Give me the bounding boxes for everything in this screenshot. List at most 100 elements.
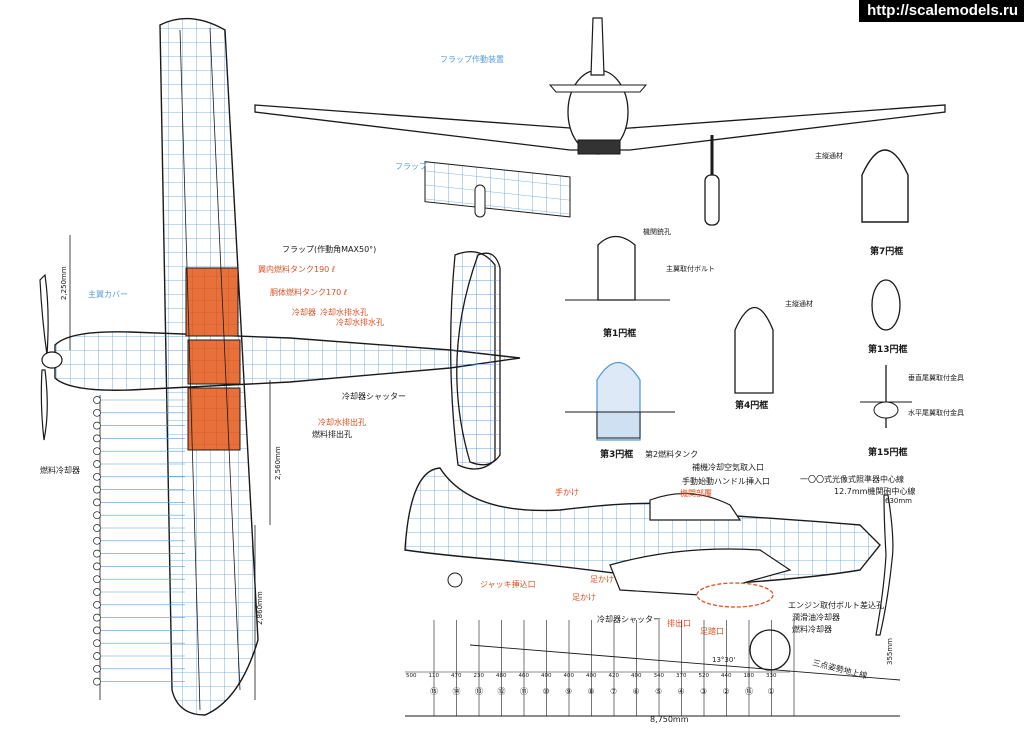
wing-fuel-tank-rear	[187, 387, 241, 451]
label-fuel-cooler-2: 燃料冷却器	[792, 624, 832, 634]
front-wheel	[704, 174, 720, 226]
station-number-11: ④	[678, 687, 685, 696]
label-handhold: 手かけ	[555, 487, 579, 497]
front-tailplane	[548, 84, 648, 93]
label-flap: フラップ(作動角MAX50°)	[282, 244, 376, 254]
station-dim-9: 420	[609, 673, 620, 679]
rib-station-circle-20	[93, 652, 101, 660]
label-second-tank: 第2燃料タンク	[645, 449, 698, 459]
station-number-4: ⑪	[520, 687, 528, 696]
fuselage-fuel-tank	[187, 339, 241, 385]
rib-station-circle-5	[93, 460, 101, 468]
rib-station-circle-12	[93, 549, 101, 558]
rib-station-circle-22	[93, 677, 101, 686]
station-number-8: ⑦	[610, 687, 617, 696]
dim-630: 630mm	[885, 497, 912, 505]
label-coolant-drain-1: 冷却水排水孔	[320, 307, 368, 317]
label-engine-mount: 機関銃孔	[643, 227, 671, 236]
label-main-longeron-4: 主縦通材	[785, 299, 813, 308]
station-dim-5: 460	[519, 673, 530, 679]
label-fuel-outlet: 燃料排出孔	[312, 429, 352, 439]
label-coolant-outlet: 冷却水排出孔	[318, 417, 366, 427]
station-number-6: ⑨	[565, 687, 572, 696]
side-propeller	[875, 494, 894, 636]
rib-station-circle-3	[93, 434, 101, 443]
station-number-13: ②	[723, 687, 730, 696]
side-canopy	[649, 493, 742, 521]
dim-355: 355mm	[886, 638, 894, 665]
rib-station-circle-6	[93, 472, 101, 481]
frame-4	[734, 307, 774, 394]
label-main-longeron-7: 主縦通材	[815, 151, 843, 160]
front-tailwheel	[474, 184, 486, 218]
label-tail-fitting-2: 水平尾翼取付金具	[908, 408, 964, 417]
label-frame-15: 第15円框	[868, 446, 908, 458]
label-radiator-shutter: 冷却器シャッター	[342, 391, 406, 401]
label-engine-cowl: 機関部覆	[680, 488, 712, 498]
side-wing	[609, 548, 792, 596]
front-flap	[424, 161, 571, 218]
frame-1	[597, 235, 636, 301]
label-coolant-drain-2: 冷却水排水孔	[336, 317, 384, 327]
label-exhaust: 排出口	[667, 618, 691, 628]
rib-station-circle-13	[93, 562, 101, 571]
label-radiator: 冷却器	[292, 307, 316, 317]
front-label-flap: フラップ	[395, 162, 427, 171]
dim-total: 8,750mm	[650, 715, 689, 724]
frame-13	[871, 279, 901, 331]
watermark: http://scalemodels.ru	[859, 0, 1024, 22]
dim-2860: 2,860mm	[256, 591, 264, 625]
station-dim-8: 400	[586, 673, 597, 679]
wing-fuel-tank-front	[185, 267, 239, 337]
label-frame-3: 第3円框	[600, 448, 633, 460]
rib-station-circle-8	[93, 498, 101, 507]
dim-2250: 2,250mm	[60, 266, 68, 300]
station-dim-11: 340	[654, 673, 665, 679]
front-view: フラップ フラップ作動装置	[254, 17, 946, 226]
label-frame-4: 第4円框	[735, 399, 768, 411]
side-radiator	[696, 582, 774, 608]
label-frame-13: 第13円框	[868, 343, 908, 355]
label-fuel-tank-fuselage: 胴体燃料タンク170 ℓ	[270, 287, 347, 297]
frame-15	[873, 401, 899, 419]
rib-station-circle-14	[93, 575, 101, 584]
rib-station-circle-16	[93, 600, 101, 609]
label-footstep-2: 足かけ	[590, 575, 614, 584]
label-footstep: 足かけ	[572, 593, 596, 602]
label-frame-7: 第7円框	[870, 245, 903, 257]
station-number-10: ⑤	[655, 687, 662, 696]
tail-view	[456, 252, 501, 466]
station-number-2: ⑬	[475, 687, 483, 696]
rib-station-circle-9	[93, 511, 101, 520]
rib-station-circle-4	[93, 447, 101, 456]
front-radiator	[577, 139, 621, 155]
rib-station-circle-7	[93, 485, 101, 494]
label-jack-point: ジャッキ挿込口	[480, 579, 536, 589]
station-number-3: ⑫	[498, 687, 506, 696]
label-engine-bolt: エンジン取付ボルト差込孔	[788, 600, 884, 610]
rib-station-circle-2	[93, 421, 101, 430]
rib-station-circle-18	[93, 626, 101, 635]
side-view: 手かけ 足かけ 足かけ ジャッキ挿込口 冷却器シャッター 排出口 足踏口 補機冷…	[404, 462, 915, 724]
rib-station-circle-21	[93, 664, 101, 673]
station-dim-14: 440	[721, 673, 732, 679]
station-number-1: ⑭	[453, 687, 461, 696]
station-dim-0: 500	[406, 673, 417, 679]
rib-station-circle-19	[93, 639, 101, 648]
station-dim-13: 520	[699, 673, 710, 679]
station-number-0: ⑮	[430, 687, 438, 696]
station-dim-7: 400	[564, 673, 575, 679]
label-engine-cover: 主翼カバー	[88, 289, 128, 299]
label-oil-cooler: 潤滑油冷却器	[792, 612, 840, 622]
rib-station-circle-0	[93, 396, 101, 404]
frame-7	[861, 149, 909, 223]
label-ground-line: 三点姿勢地上線	[812, 657, 869, 680]
label-main-spar-bolt: 主翼取付ボルト	[666, 264, 715, 273]
rib-station-circle-17	[93, 613, 101, 622]
label-crank-handle: 手動始動ハンドル挿入口	[682, 476, 770, 486]
front-fin	[590, 17, 605, 76]
station-number-15: ①	[768, 687, 775, 696]
label-step-inlet: 足踏口	[700, 626, 724, 636]
station-number-9: ⑥	[633, 687, 640, 696]
